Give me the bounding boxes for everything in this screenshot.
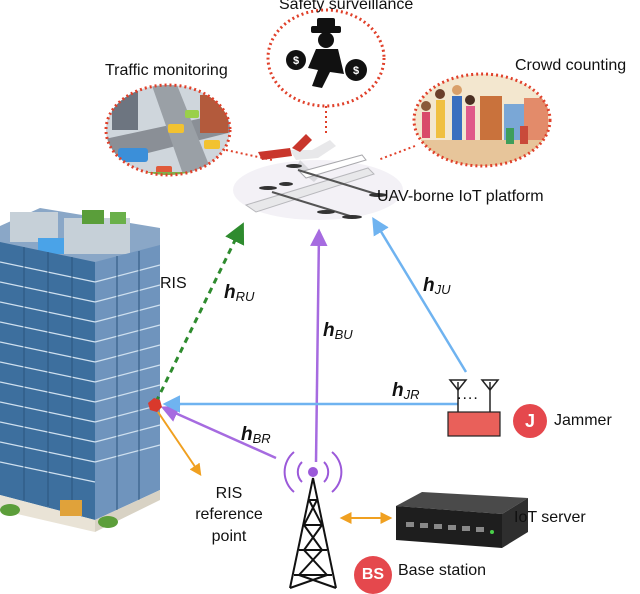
links xyxy=(154,217,468,524)
channel-label-ju: hJU xyxy=(423,275,451,297)
iot-server xyxy=(396,492,528,548)
jammer-badge: J xyxy=(513,404,547,438)
label-uav-platform: UAV-borne IoT platform xyxy=(377,188,544,205)
label-traffic-monitoring: Traffic monitoring xyxy=(105,62,228,79)
channel-label-bu: hBU xyxy=(323,320,353,342)
label-iot-server: IoT server xyxy=(514,509,586,526)
jammer-device xyxy=(447,379,501,437)
svg-text:$: $ xyxy=(353,65,359,77)
jammer-dots: .... xyxy=(457,386,479,403)
label-safety-surveillance: Safety surveillance xyxy=(279,0,414,13)
uav-drone xyxy=(233,134,403,220)
base-station-tower xyxy=(283,451,343,589)
label-ris-reference-1: RIS xyxy=(215,485,243,502)
crowd-counting-illustration xyxy=(412,72,552,168)
link-jammer-to-uav xyxy=(372,217,468,373)
traffic-monitoring-illustration xyxy=(104,83,232,177)
scenario-connectors xyxy=(225,106,416,161)
channel-label-jr: hJR xyxy=(392,380,420,402)
label-base-station: Base station xyxy=(398,562,487,579)
safety-surveillance-illustration: $ $ xyxy=(266,8,386,108)
link-bs-to-uav xyxy=(310,228,328,463)
label-jammer: Jammer xyxy=(554,412,612,429)
link-bs-to-ris xyxy=(160,405,277,460)
label-ris: RIS xyxy=(160,275,187,292)
base-station-badge: BS xyxy=(354,556,392,594)
label-crowd-counting: Crowd counting xyxy=(515,57,627,74)
svg-text:$: $ xyxy=(293,55,299,67)
ris-element xyxy=(148,398,162,412)
link-ris-to-uav xyxy=(154,222,245,403)
channel-label-ru: hRU xyxy=(224,282,255,304)
building xyxy=(0,208,161,532)
label-ris-reference-2: reference xyxy=(195,506,263,523)
channel-label-br: hBR xyxy=(241,424,271,446)
label-ris-reference-3: point xyxy=(211,528,247,545)
link-ris-reference xyxy=(157,411,202,476)
